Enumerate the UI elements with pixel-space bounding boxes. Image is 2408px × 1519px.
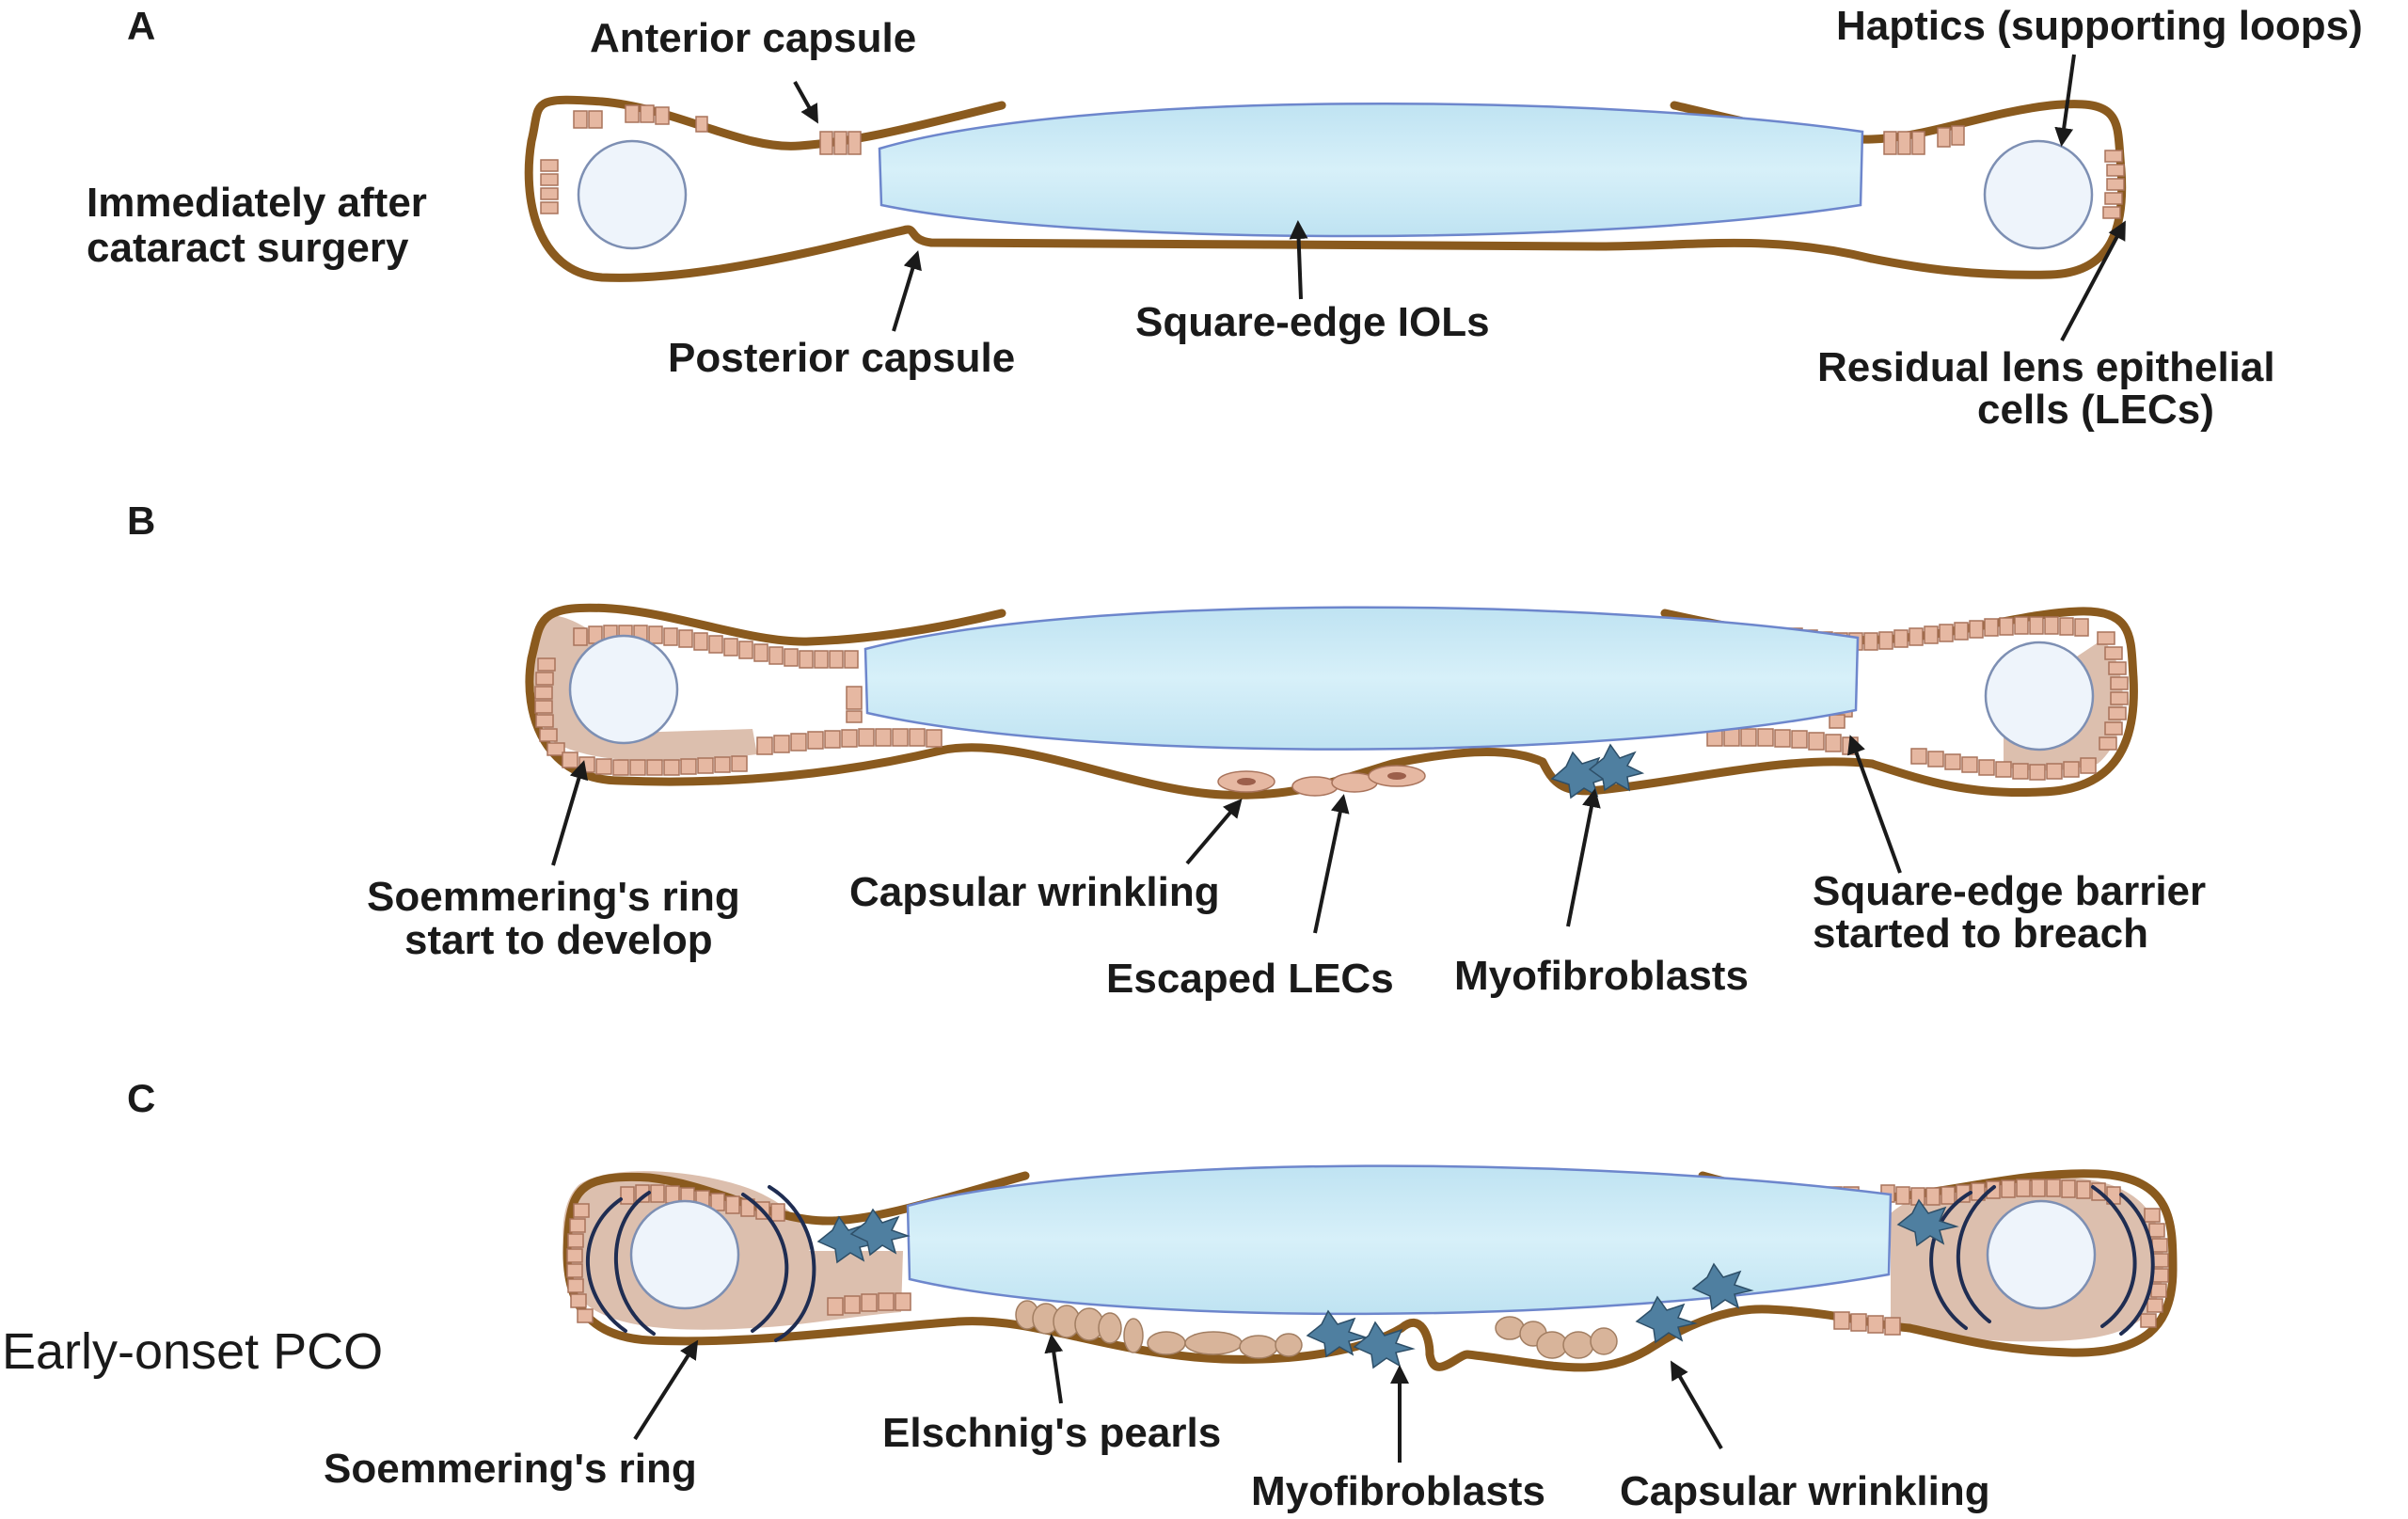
haptic-loop-icon [1983,139,2094,250]
stage-label-pco: Early-onset PCO [2,1323,383,1380]
iol-lens-icon [878,102,1864,238]
haptic-loop-icon [629,1199,740,1310]
capsule-left-c [562,1171,1030,1346]
stage-label-line2: cataract surgery [87,225,409,271]
arrow-icon [1289,220,1308,300]
label-capsular-wrinkling-c: Capsular wrinkling [1620,1468,1990,1514]
haptic-loop-icon [577,139,688,250]
label-haptics: Haptics (supporting loops) [1836,3,2363,49]
myofibroblast-icon [1550,743,1645,799]
label-myofibroblasts-c: Myofibroblasts [1251,1468,1545,1514]
stage-label-line1: Immediately after [87,180,427,226]
iol-lens-icon [906,1164,1893,1316]
label-barrier-line1: Square-edge barrier [1813,868,2206,914]
label-anterior-capsule: Anterior capsule [590,15,916,61]
haptic-loop-icon [1986,1199,2097,1310]
escaped-lec-cells [1217,765,1426,797]
elschnig-pearl-icon [1015,1300,1618,1359]
label-elschnig-pearls: Elschnig's pearls [882,1410,1221,1456]
label-escaped-lecs: Escaped LECs [1106,956,1394,1002]
label-square-edge-iols: Square-edge IOLs [1135,299,1490,345]
iol-lens-icon [863,606,1860,751]
label-soemmering-line2: start to develop [404,917,713,963]
arrow-icon [793,81,818,124]
arrow-icon [1044,1334,1064,1404]
arrow-icon [633,1339,699,1441]
arrow-icon [551,760,589,866]
panel-a: A Immediately after cataract surgery Ant… [87,3,2363,433]
panel-b-letter: B [127,498,155,543]
arrow-icon [1566,788,1601,927]
panel-b: B [127,498,2206,1002]
panel-c: C Early-onset PCO [2,1076,2178,1514]
myofibroblast-icon [816,1198,1959,1369]
arrow-icon [1847,735,1902,874]
arrow-icon [1313,794,1350,934]
posterior-capsule-a [898,225,1877,263]
lec-cell-icon [540,104,2125,219]
arrow-icon [1185,798,1243,865]
posterior-capsule-b [936,743,1877,799]
haptic-loop-icon [1984,641,2095,752]
haptic-loop-icon [568,634,679,745]
label-soemmering-line1: Soemmering's ring [367,874,740,920]
label-posterior-capsule: Posterior capsule [668,335,1015,381]
soemmering-ring-arcs [586,1185,2155,1342]
lec-cell-icon [534,616,2129,781]
panel-a-letter: A [127,4,155,48]
arrow-icon [1670,1360,1723,1450]
label-soemmering-ring: Soemmering's ring [324,1446,697,1492]
posterior-capsule-c [955,1305,1914,1372]
arrow-icon [2054,54,2076,147]
label-residual-lecs-line1: Residual lens epithelial [1817,344,2275,390]
label-capsular-wrinkling-b: Capsular wrinkling [849,869,1220,915]
label-barrier-line2: started to breach [1813,910,2148,957]
arrow-icon [892,250,922,332]
arrow-icon [2060,220,2126,341]
capsule-left-b [525,603,1006,786]
label-residual-lecs-line2: cells (LECs) [1977,387,2214,433]
panel-c-letter: C [127,1076,155,1120]
label-myofibroblasts-b: Myofibroblasts [1454,953,1749,999]
lec-cell-icon [566,1179,2169,1336]
